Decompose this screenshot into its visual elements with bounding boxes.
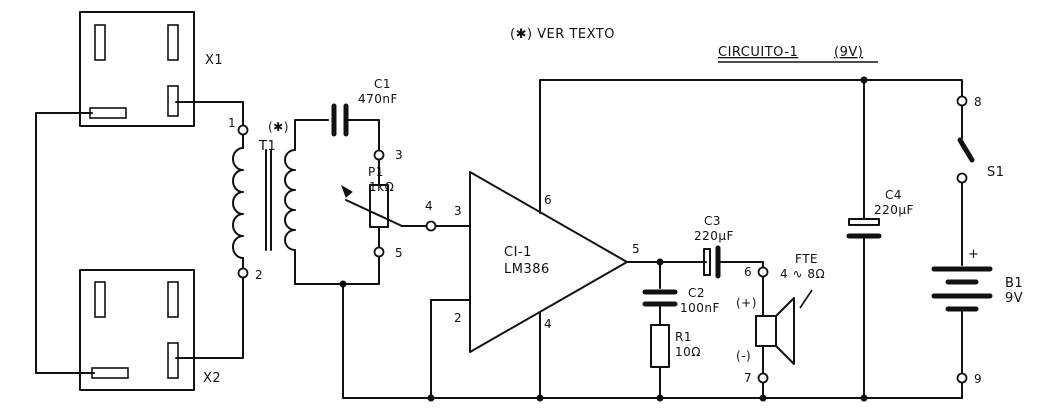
p1-pin5: 5 <box>395 246 403 260</box>
amplifier-ic-lm386 <box>469 171 628 353</box>
transducer-x2 <box>79 269 195 391</box>
c4-value: 220µF <box>874 203 914 217</box>
ic-pin5: 5 <box>632 242 640 256</box>
circuit-voltage: (9V) <box>834 45 863 60</box>
circuit-title: CIRCUITO-1 <box>718 45 798 60</box>
wire-x1-t1 <box>175 101 244 127</box>
r1-value: 10Ω <box>675 345 701 359</box>
b-pin9: 9 <box>974 372 982 386</box>
c1-value: 470nF <box>358 92 398 106</box>
wire-t1-sec-top <box>294 119 329 151</box>
fte-pin7: 7 <box>744 371 752 385</box>
p1-pin3: 3 <box>395 148 403 162</box>
ic-pin6: 6 <box>544 193 552 207</box>
capacitor-c4 <box>846 218 882 239</box>
x2-label: X2 <box>203 371 221 386</box>
ic-pin3: 3 <box>454 204 462 218</box>
b1-value: 9V <box>1005 291 1023 306</box>
wire-t1-sec-bottom <box>294 249 380 285</box>
s1-label: S1 <box>987 165 1005 180</box>
c4-ref: C4 <box>885 188 902 202</box>
wire-c3-fte <box>719 261 764 268</box>
fte-value: 4 ∿ 8Ω <box>780 267 825 281</box>
switch-s1 <box>956 95 975 266</box>
wire-ic6-vplus <box>539 79 963 214</box>
fte-plus: (+) <box>736 296 757 310</box>
wire-ground-rail <box>342 283 963 399</box>
x1-label: X1 <box>205 53 223 68</box>
transducer-x1 <box>79 11 195 127</box>
c1-ref: C1 <box>374 77 391 91</box>
c3-ref: C3 <box>704 214 721 228</box>
capacitor-c2 <box>642 289 678 307</box>
wire-c1-p1 <box>347 119 380 151</box>
battery-b1 <box>931 266 993 399</box>
p1-value: 1kΩ <box>369 180 394 194</box>
b1-plus: + <box>968 247 979 262</box>
r1-ref: R1 <box>675 330 692 344</box>
b-pin8: 8 <box>974 95 982 109</box>
fte-minus: (-) <box>736 349 751 363</box>
ic-part: LM386 <box>504 262 550 277</box>
t1-mark: (✱) <box>268 120 289 134</box>
t1-pin2: 2 <box>255 268 263 282</box>
ic-pin4: 4 <box>544 317 552 331</box>
wire-x2-t1 <box>175 277 244 359</box>
t1-label: T1 <box>258 139 276 154</box>
capacitor-c1 <box>331 103 349 137</box>
wire-x-loop <box>35 112 95 374</box>
c2-ref: C2 <box>688 286 705 300</box>
transformer-t1 <box>232 124 296 279</box>
potentiometer-p1 <box>341 149 471 258</box>
ic-ref: CI-1 <box>504 245 532 260</box>
c3-value: 220µF <box>694 229 734 243</box>
note-ver-texto: (✱) VER TEXTO <box>510 27 615 42</box>
speaker-fte <box>755 266 813 399</box>
c2-value: 100nF <box>680 301 720 315</box>
b1-ref: B1 <box>1005 276 1023 291</box>
fte-pin6: 6 <box>744 265 752 279</box>
ic-pin2: 2 <box>454 311 462 325</box>
wire-ic2-gnd <box>430 299 471 399</box>
p1-pin4: 4 <box>425 199 433 213</box>
fte-ref: FTE <box>795 252 818 266</box>
p1-ref: P1 <box>368 165 384 179</box>
capacitor-c3 <box>703 245 721 279</box>
resistor-r1 <box>650 324 670 368</box>
t1-pin1: 1 <box>228 116 236 130</box>
